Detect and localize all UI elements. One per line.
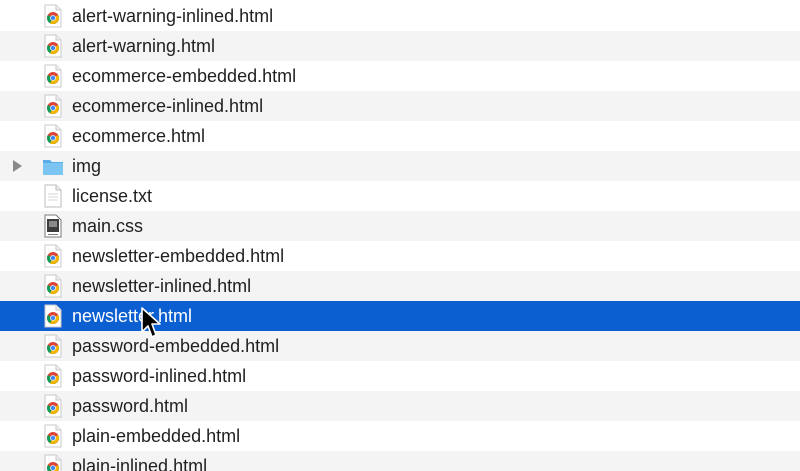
file-row[interactable]: newsletter.html <box>0 301 800 331</box>
file-row[interactable]: plain-embedded.html <box>0 421 800 451</box>
file-row[interactable]: ecommerce-inlined.html <box>0 91 800 121</box>
chrome-html-file-icon <box>44 394 62 418</box>
file-name-label: password.html <box>72 396 189 416</box>
chrome-html-file-icon <box>44 334 62 358</box>
chrome-html-file-icon <box>44 304 62 328</box>
chrome-html-file-icon <box>44 454 62 471</box>
file-name-label: main.css <box>72 216 144 236</box>
file-row[interactable]: alert-warning.html <box>0 31 800 61</box>
chrome-html-file-icon <box>44 424 62 448</box>
file-row[interactable]: newsletter-inlined.html <box>0 271 800 301</box>
file-name-label: ecommerce.html <box>72 126 206 146</box>
css-file-icon <box>44 214 62 238</box>
file-name-label: newsletter-inlined.html <box>72 276 252 296</box>
file-name-label: password-embedded.html <box>72 336 280 356</box>
file-row[interactable]: password-embedded.html <box>0 331 800 361</box>
file-name-label: newsletter-embedded.html <box>72 246 285 266</box>
file-name-label: password-inlined.html <box>72 366 247 386</box>
text-file-icon <box>44 184 62 208</box>
chrome-html-file-icon <box>44 364 62 388</box>
file-name-label: alert-warning-inlined.html <box>72 6 274 26</box>
file-name-label: alert-warning.html <box>72 36 216 56</box>
file-name-label: newsletter.html <box>72 306 193 326</box>
chrome-html-file-icon <box>44 274 62 298</box>
file-row[interactable]: password-inlined.html <box>0 361 800 391</box>
file-name-label: ecommerce-inlined.html <box>72 96 264 116</box>
disclosure-triangle-icon[interactable] <box>10 151 24 181</box>
chrome-html-file-icon <box>44 124 62 148</box>
chrome-html-file-icon <box>44 64 62 88</box>
chrome-html-file-icon <box>44 34 62 58</box>
file-row[interactable]: plain-inlined.html <box>0 451 800 471</box>
file-name-label: plain-embedded.html <box>72 426 241 446</box>
file-row[interactable]: newsletter-embedded.html <box>0 241 800 271</box>
file-row[interactable]: ecommerce.html <box>0 121 800 151</box>
file-name-label: img <box>72 156 102 176</box>
file-row[interactable]: main.css <box>0 211 800 241</box>
file-row[interactable]: password.html <box>0 391 800 421</box>
folder-icon <box>43 160 63 175</box>
file-name-label: license.txt <box>72 186 153 206</box>
folder-row[interactable]: img <box>0 151 800 181</box>
file-row[interactable]: ecommerce-embedded.html <box>0 61 800 91</box>
file-name-label: plain-inlined.html <box>72 456 208 471</box>
chrome-html-file-icon <box>44 244 62 268</box>
file-row[interactable]: alert-warning-inlined.html <box>0 1 800 31</box>
chrome-html-file-icon <box>44 4 62 28</box>
chrome-html-file-icon <box>44 94 62 118</box>
file-row[interactable]: license.txt <box>0 181 800 211</box>
file-name-label: ecommerce-embedded.html <box>72 66 297 86</box>
